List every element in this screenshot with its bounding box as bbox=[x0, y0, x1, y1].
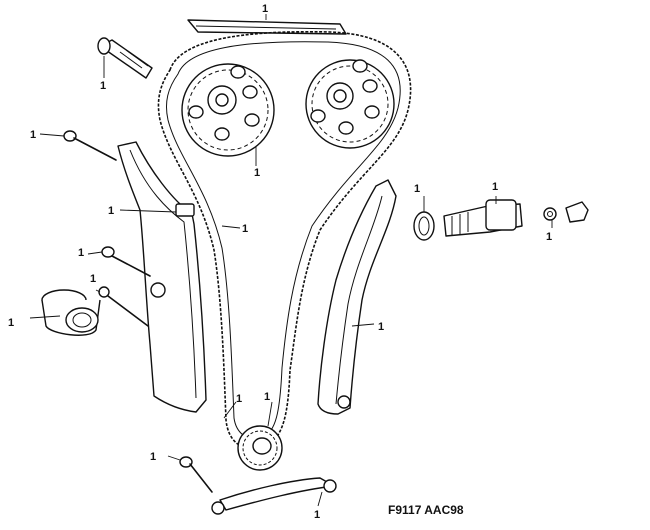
bolt-upper bbox=[63, 130, 117, 161]
plug bbox=[565, 201, 589, 223]
bushing bbox=[41, 289, 101, 336]
callout-5: 1 bbox=[108, 205, 114, 217]
callout-13: 1 bbox=[378, 321, 384, 333]
figure-reference: F9117 AAC98 bbox=[388, 503, 464, 517]
camshaft-sprocket-right bbox=[305, 59, 395, 149]
bolt-lower bbox=[98, 286, 149, 327]
upper-guide-rail bbox=[187, 19, 347, 35]
fixed-guide-rail bbox=[317, 179, 397, 415]
camshaft-sprocket-left bbox=[181, 63, 275, 157]
washer bbox=[543, 207, 557, 221]
callout-3: 1 bbox=[242, 223, 248, 235]
callout-6-a: 1 bbox=[30, 129, 36, 141]
sprocket-bolt bbox=[97, 37, 153, 79]
callout-7: 1 bbox=[314, 509, 320, 521]
callout-6-b: 1 bbox=[78, 247, 84, 259]
callout-15: 1 bbox=[236, 393, 242, 405]
tensioner-guide-rail bbox=[117, 141, 207, 413]
callout-8: 1 bbox=[150, 451, 156, 463]
callout-4: 1 bbox=[262, 3, 268, 15]
callout-14: 1 bbox=[264, 391, 270, 403]
callout-10: 1 bbox=[546, 231, 552, 243]
callout-16: 1 bbox=[8, 317, 14, 329]
leader-lines bbox=[29, 14, 553, 507]
o-ring bbox=[413, 211, 435, 241]
bolt-middle bbox=[101, 246, 151, 277]
crankshaft-sprocket bbox=[237, 425, 283, 471]
callout-labels: 1 1 1 1 1 1 1 1 1 1 1 1 1 1 1 1 1 bbox=[8, 3, 552, 521]
timing-chain bbox=[157, 30, 412, 450]
callout-1: 1 bbox=[254, 167, 260, 179]
lower-guide-bracket bbox=[211, 477, 337, 515]
bracket-bolt bbox=[179, 456, 213, 493]
callout-12: 1 bbox=[414, 183, 420, 195]
callout-2: 1 bbox=[100, 80, 106, 92]
callout-6-c: 1 bbox=[90, 273, 96, 285]
chain-tensioner bbox=[443, 199, 523, 237]
callout-9: 1 bbox=[492, 181, 498, 193]
